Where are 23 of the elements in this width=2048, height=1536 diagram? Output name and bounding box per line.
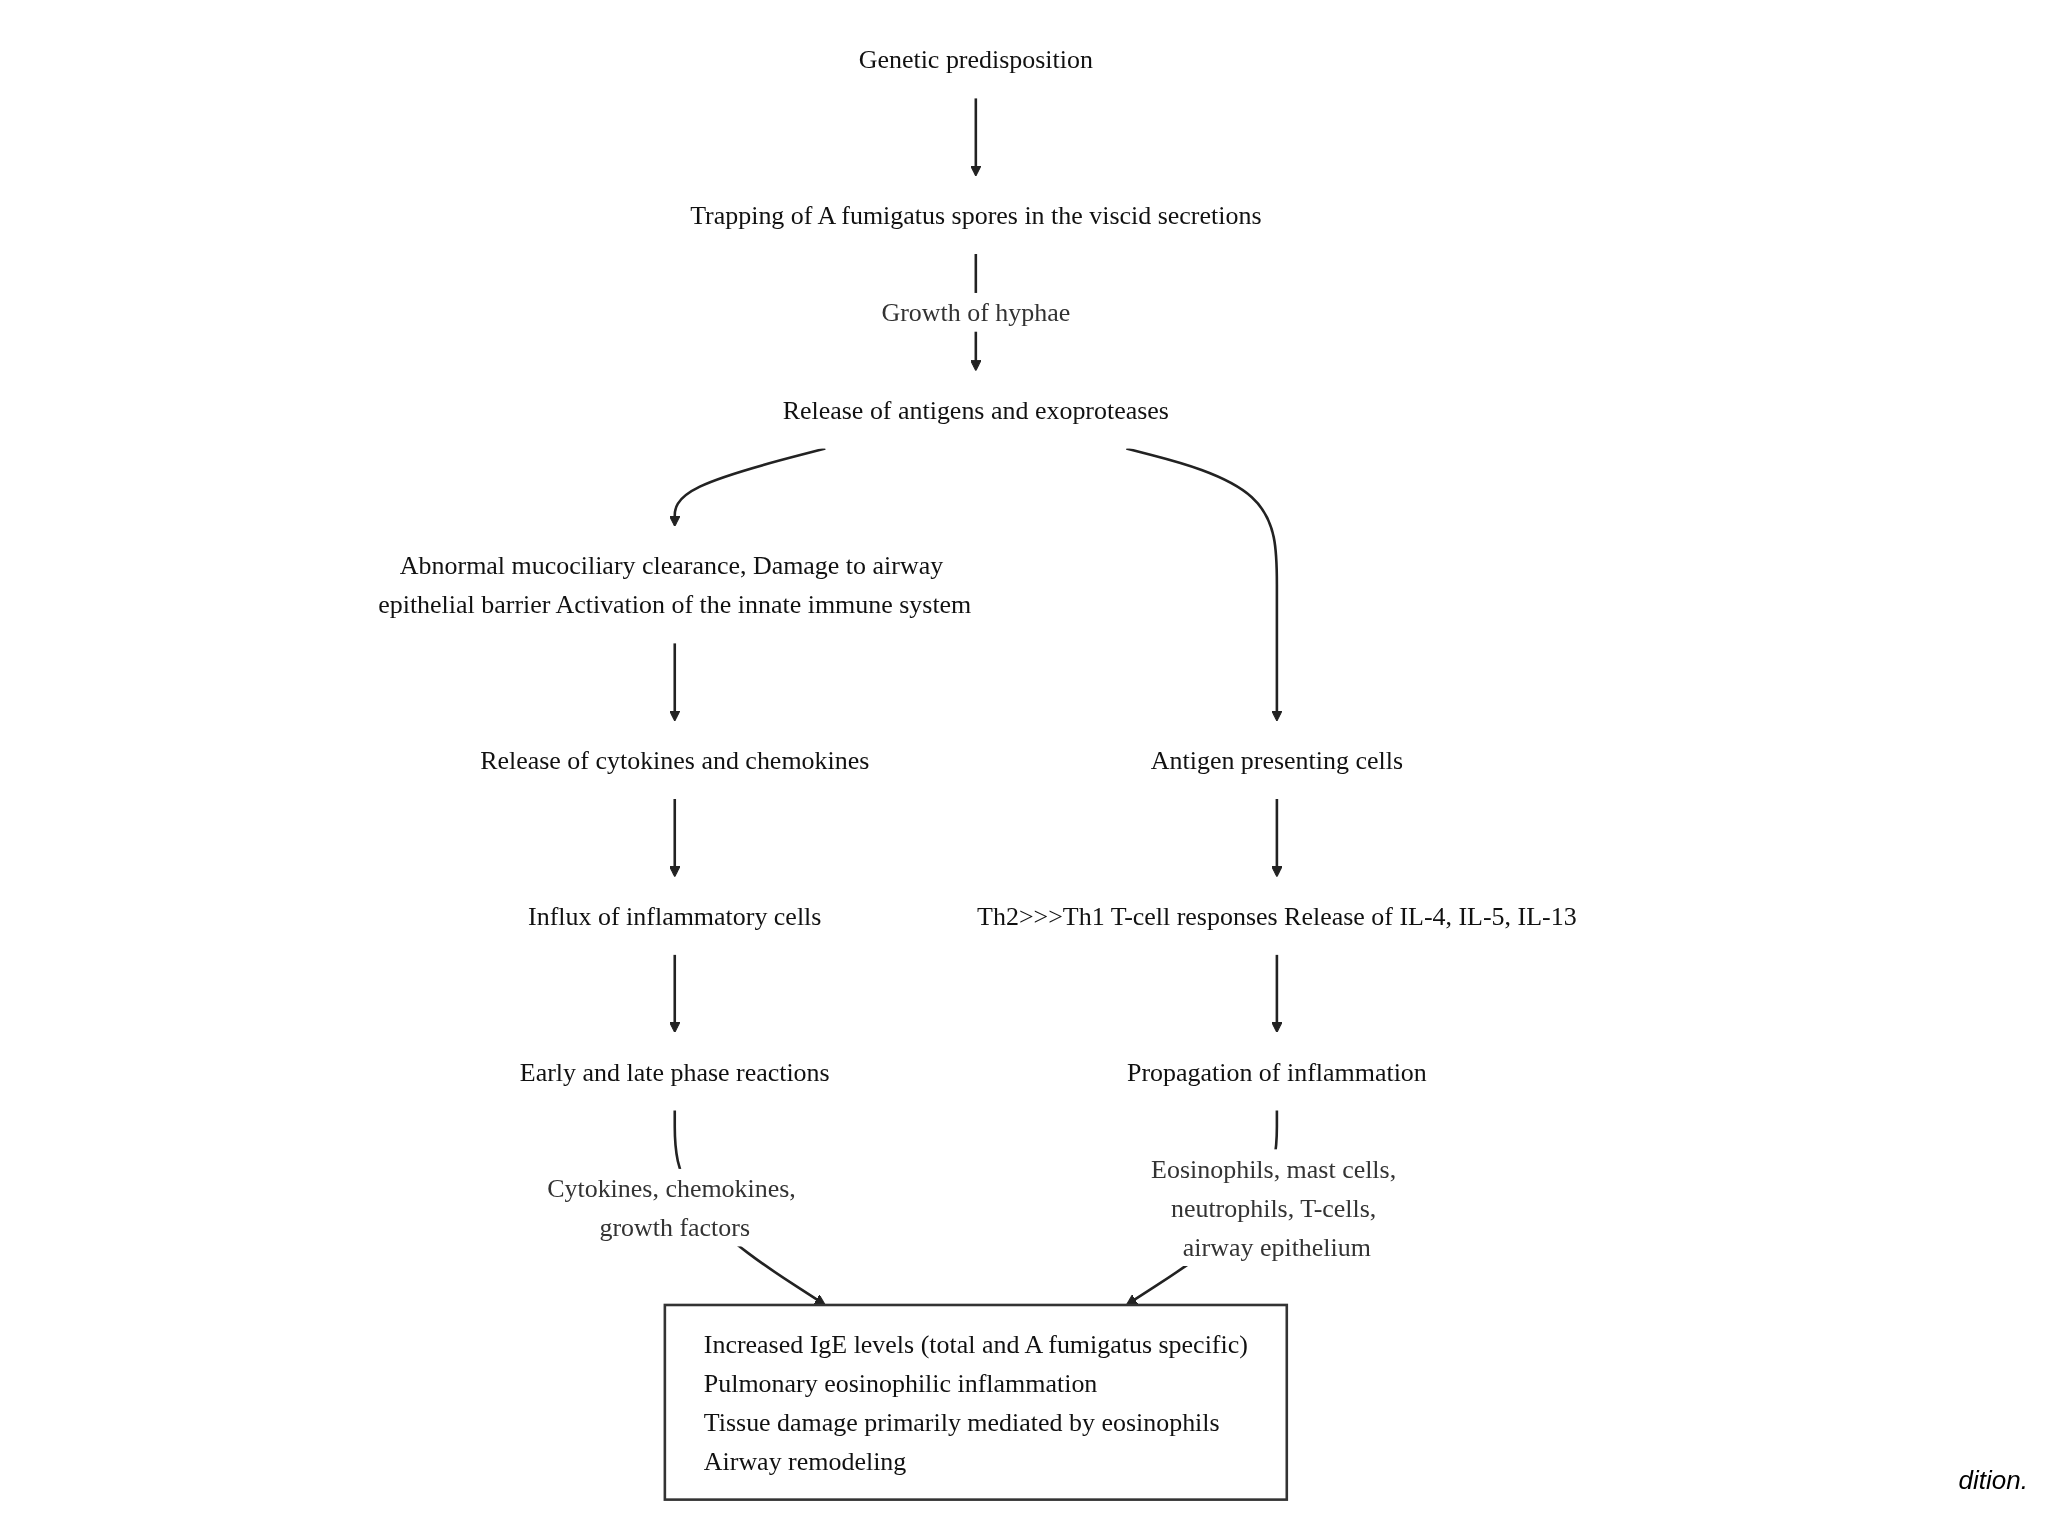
node-box: Increased IgE levels (total and A fumigatus specific) Pulmonary eosinophilic inflammation Tissue damage primarily mediated by eosinophils Airway remodeling: [663, 1303, 1289, 1501]
slide-text: dition.: [1958, 1465, 2028, 1495]
arrow: [1271, 954, 1283, 1033]
arrow: [669, 798, 681, 878]
node-text: Release of cytokines and chemokines: [480, 745, 870, 775]
arrow: [1126, 447, 1283, 722]
node-text: Influx of inflammatory cells: [528, 901, 822, 930]
arrow: [669, 643, 681, 722]
edge-label: Growth of hyphae: [881, 298, 1071, 327]
edge-label: Eosinophils, mast cells, neutrophils, T-cells, airway epithelium: [1151, 1154, 1397, 1261]
node-text: Abnormal mucociliary clearance, Damage to airway epithelial barrier Activation of the innate immune system: [378, 551, 972, 619]
node-text: Release of antigens and exoproteases: [782, 395, 1169, 424]
node-text: Propagation of inflammation: [1126, 1057, 1427, 1086]
node-text: Early and late phase reactions: [519, 1057, 830, 1086]
node-text: Antigen presenting cells: [1150, 745, 1404, 775]
node-text: Th2>>>Th1 T-cell responses Release of IL-4, IL-5, IL-13: [977, 901, 1577, 930]
arrow: [1271, 798, 1283, 878]
node-text: Trapping of A fumigatus spores in the viscid secretions: [690, 200, 1262, 230]
arrow: [669, 447, 826, 527]
arrow: [669, 954, 681, 1033]
arrow: [970, 98, 982, 177]
edge-label: Cytokines, chemokines, growth factors: [547, 1173, 796, 1242]
node-text: Genetic predisposition: [858, 45, 1093, 74]
